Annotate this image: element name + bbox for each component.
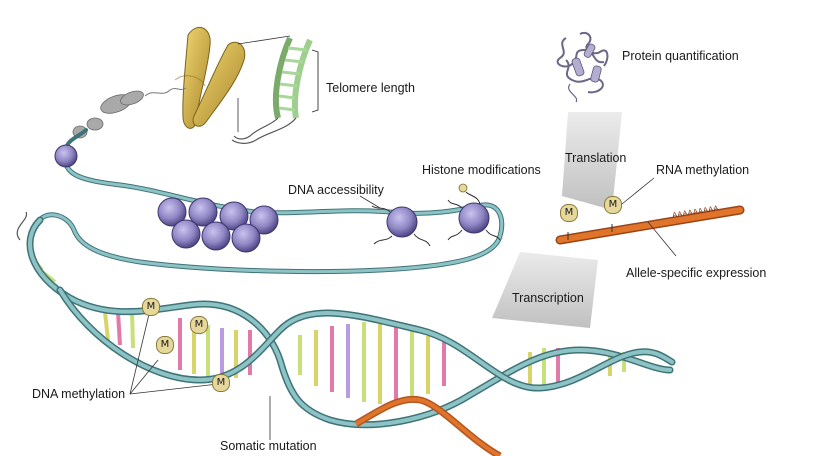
dna-accessibility-pointer: [359, 195, 381, 209]
double-helix: [16, 211, 676, 429]
label-protein-quantification: Protein quantification: [622, 49, 739, 63]
rna-methylation-pointer: [621, 177, 655, 205]
label-transcription: Transcription: [512, 291, 584, 305]
label-rna-methylation: RNA methylation: [656, 163, 750, 177]
label-somatic-mutation: Somatic mutation: [220, 439, 317, 453]
nucleosome-cluster: [54, 144, 279, 253]
telomere-ladder: [231, 36, 313, 144]
dna-methylation-mark: M: [190, 316, 208, 334]
allele-pointer: [647, 221, 677, 257]
rna-methylation-mark: M: [560, 204, 578, 222]
transcription-arrow: [492, 252, 598, 328]
lower-callout-lines: [129, 309, 271, 440]
chromosome: [174, 26, 246, 129]
label-histone-modifications: Histone modifications: [422, 163, 541, 177]
dna-methylation-mark: M: [156, 336, 174, 354]
label-allele-specific-expression: Allele-specific expression: [626, 266, 767, 280]
nascent-rna: [354, 395, 502, 456]
label-dna-accessibility: DNA accessibility: [288, 183, 384, 197]
label-telomere-length: Telomere length: [326, 81, 415, 95]
chromatin-thread: [144, 87, 187, 97]
chromatin-coil: [72, 90, 144, 139]
dna-methylation-mark: M: [212, 374, 230, 392]
translation-arrow: [562, 112, 622, 210]
telomere-callout-lines: [237, 35, 291, 132]
histone-nucleosomes: [371, 183, 501, 247]
protein-helices: [571, 43, 602, 83]
label-dna-methylation: DNA methylation: [32, 387, 126, 401]
telomere-bracket: [311, 49, 319, 113]
dna-methylation-mark: M: [142, 298, 160, 316]
rna-methylation-mark: M: [604, 196, 622, 214]
label-translation: Translation: [565, 151, 627, 165]
chromatin-fiber: [37, 128, 505, 275]
